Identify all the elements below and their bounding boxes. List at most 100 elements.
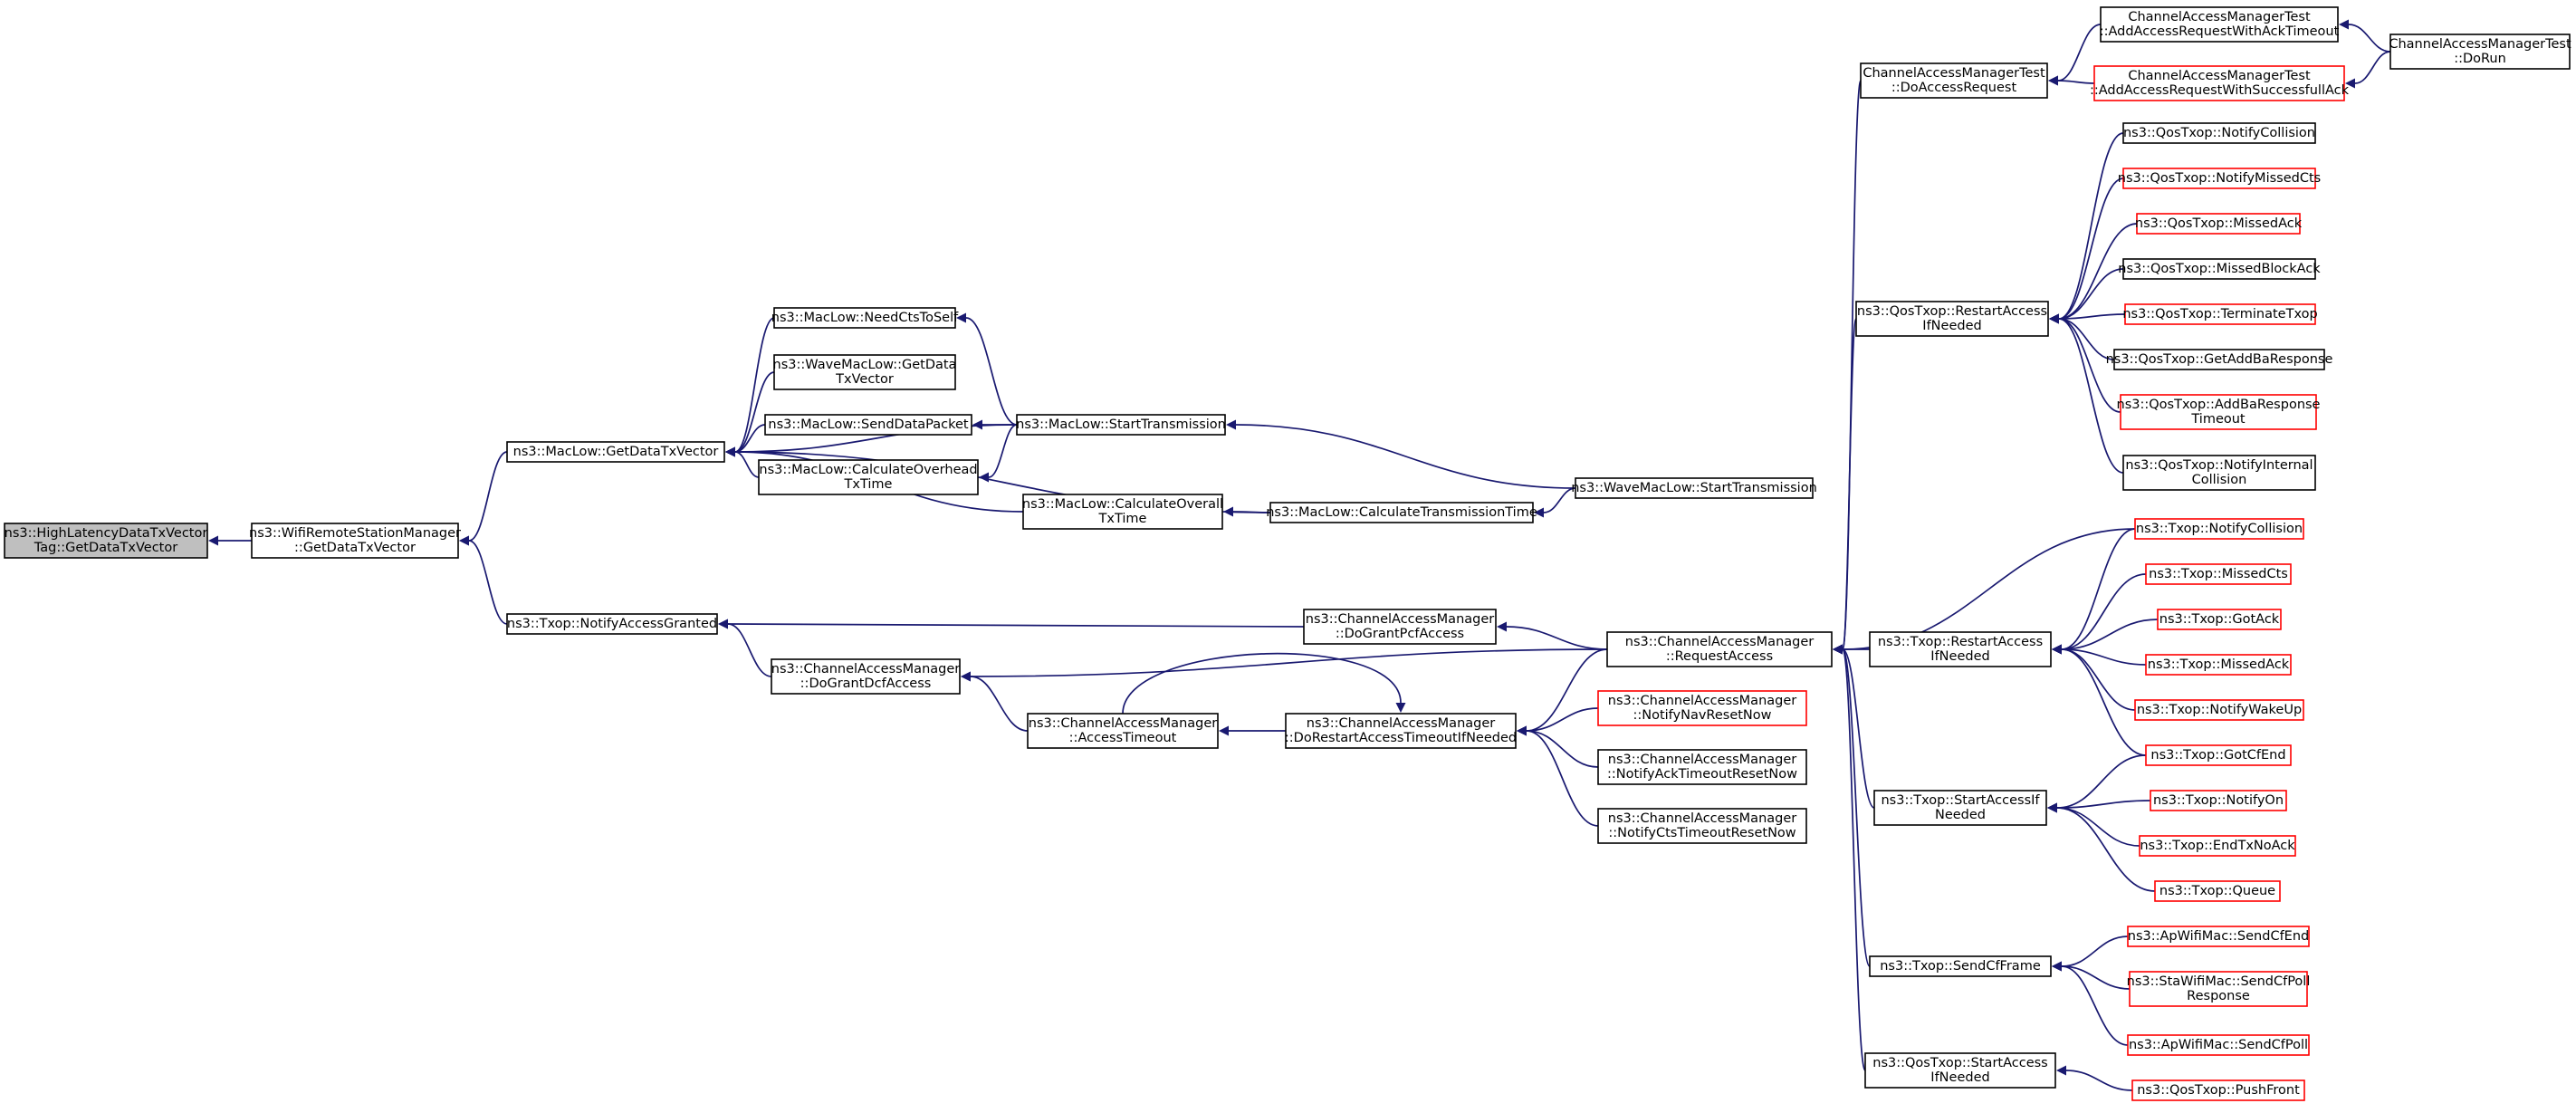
graph-node-n1[interactable]: ns3::WifiRemoteStationManager::GetDataTx…: [249, 523, 461, 559]
graph-node-n13[interactable]: ns3::ChannelAccessManager::AccessTimeout: [1027, 713, 1219, 749]
node-label: ns3::QosTxop::StartAccess: [1872, 1056, 2047, 1070]
call-edge: [1226, 419, 1576, 489]
graph-node-n32[interactable]: ns3::QosTxop::MissedBlockAck: [2118, 258, 2321, 280]
node-box: [2100, 6, 2339, 43]
graph-node-n20[interactable]: ChannelAccessManagerTest::DoAccessReques…: [1860, 62, 2048, 99]
graph-node-n14[interactable]: ns3::ChannelAccessManager::DoGrantPcfAcc…: [1303, 609, 1497, 645]
graph-node-n0[interactable]: ns3::HighLatencyDataTxVectorTag::GetData…: [4, 523, 208, 559]
node-label: IfNeeded: [1930, 649, 1989, 664]
graph-node-n44[interactable]: ns3::Txop::EndTxNoAck: [2139, 835, 2296, 857]
graph-node-n27[interactable]: ChannelAccessManagerTest::AddAccessReque…: [2090, 65, 2350, 101]
node-box: [1022, 494, 1223, 530]
graph-node-n33[interactable]: ns3::QosTxop::TerminateTxop: [2122, 303, 2318, 325]
graph-node-n11[interactable]: ns3::WaveMacLow::StartTransmission: [1571, 477, 1817, 499]
graph-node-n17[interactable]: ns3::ChannelAccessManager::NotifyNavRese…: [1597, 690, 1807, 726]
graph-node-n45[interactable]: ns3::Txop::Queue: [2154, 880, 2281, 902]
node-box: [2157, 609, 2282, 630]
call-edge: [2047, 802, 2140, 847]
node-layer: ns3::HighLatencyDataTxVectorTag::GetData…: [4, 6, 2571, 1101]
graph-node-n26[interactable]: ChannelAccessManagerTest::AddAccessReque…: [2100, 6, 2340, 43]
graph-node-n31[interactable]: ns3::QosTxop::MissedAck: [2135, 213, 2303, 235]
graph-node-n38[interactable]: ns3::Txop::MissedCts: [2145, 563, 2292, 585]
node-label: TxTime: [844, 477, 893, 492]
graph-node-n4[interactable]: ns3::MacLow::NeedCtsToSelf: [771, 307, 959, 329]
call-edge: [2339, 19, 2391, 53]
graph-node-n12[interactable]: ns3::ChannelAccessManager::DoGrantDcfAcc…: [771, 658, 961, 695]
node-label: ns3::MacLow::CalculateOverhead: [759, 463, 977, 477]
graph-node-n24[interactable]: ns3::Txop::SendCfFrame: [1869, 955, 2052, 977]
graph-node-n15[interactable]: ns3::ChannelAccessManager::DoRestartAcce…: [1285, 713, 1517, 749]
node-box: [2134, 699, 2304, 721]
node-label: ns3::QosTxop::RestartAccess: [1857, 304, 2047, 319]
graph-node-n5[interactable]: ns3::WaveMacLow::GetDataTxVector: [773, 354, 957, 390]
graph-node-n34[interactable]: ns3::QosTxop::GetAddBaResponse: [2106, 349, 2333, 370]
node-label: ns3::ChannelAccessManager: [1608, 753, 1797, 767]
graph-node-n39[interactable]: ns3::Txop::GotAck: [2157, 609, 2282, 630]
node-box: [1269, 502, 1534, 523]
node-label: ::AddAccessRequestWithAckTimeout: [2100, 24, 2340, 39]
call-edge: [1517, 648, 1608, 736]
graph-node-n6[interactable]: ns3::MacLow::SendDataPacket: [764, 414, 972, 436]
call-edge: [979, 424, 1018, 483]
node-box: [2145, 563, 2292, 585]
node-box: [2122, 122, 2316, 144]
node-box: [1864, 1052, 2056, 1089]
call-edge: [961, 671, 1029, 732]
graph-node-n18[interactable]: ns3::ChannelAccessManager::NotifyAckTime…: [1597, 749, 1807, 785]
graph-node-n46[interactable]: ns3::ApWifiMac::SendCfEnd: [2127, 926, 2310, 947]
call-edge: [459, 535, 508, 625]
node-label: ns3::MacLow::CalculateTransmissionTime: [1266, 505, 1537, 520]
graph-node-n42[interactable]: ns3::Txop::GotCfEnd: [2145, 744, 2292, 766]
call-edge: [2048, 24, 2102, 86]
graph-node-n28[interactable]: ChannelAccessManagerTest::DoRun: [2389, 34, 2571, 70]
node-box: [1575, 477, 1814, 499]
node-label: ::GetDataTxVector: [294, 541, 416, 555]
graph-node-n40[interactable]: ns3::Txop::MissedAck: [2145, 654, 2292, 676]
node-box: [2124, 303, 2316, 325]
node-label: ns3::Txop::StartAccessIf: [1881, 793, 2040, 808]
graph-node-n16[interactable]: ns3::ChannelAccessManager::RequestAccess: [1606, 631, 1833, 667]
node-box: [1597, 749, 1807, 785]
graph-node-n37[interactable]: ns3::Txop::NotifyCollision: [2134, 518, 2304, 540]
node-box: [2131, 1079, 2305, 1101]
graph-node-n10[interactable]: ns3::MacLow::CalculateTransmissionTime: [1266, 502, 1537, 523]
graph-node-n30[interactable]: ns3::QosTxop::NotifyMissedCts: [2118, 168, 2321, 189]
call-edge: [1517, 707, 1599, 736]
node-label: ns3::QosTxop::MissedBlockAck: [2118, 262, 2321, 276]
graph-node-n29[interactable]: ns3::QosTxop::NotifyCollision: [2122, 122, 2316, 144]
graph-node-n43[interactable]: ns3::Txop::NotifyOn: [2150, 790, 2287, 811]
call-edge: [2047, 754, 2147, 813]
node-label: ns3::WifiRemoteStationManager: [249, 526, 461, 541]
node-box: [2127, 926, 2310, 947]
node-label: ns3::QosTxop::TerminateTxop: [2122, 307, 2317, 321]
call-edge: [2052, 573, 2147, 655]
graph-node-n8[interactable]: ns3::MacLow::StartTransmission: [1016, 414, 1226, 436]
graph-node-n49[interactable]: ns3::QosTxop::PushFront: [2131, 1079, 2305, 1101]
call-edge: [1223, 506, 1271, 517]
node-label: ns3::Txop::NotifyOn: [2153, 793, 2284, 808]
node-label: Timeout: [2190, 412, 2246, 427]
node-label: ns3::Txop::SendCfFrame: [1880, 959, 2041, 974]
graph-node-n3[interactable]: ns3::Txop::NotifyAccessGranted: [506, 613, 718, 635]
graph-node-n48[interactable]: ns3::ApWifiMac::SendCfPoll: [2127, 1034, 2310, 1056]
node-label: Needed: [1935, 808, 1986, 822]
call-edge: [2052, 961, 2129, 1046]
graph-node-n19[interactable]: ns3::ChannelAccessManager::NotifyCtsTime…: [1597, 808, 1807, 844]
node-box: [2122, 455, 2316, 491]
node-label: ns3::MacLow::CalculateOverall: [1022, 497, 1223, 512]
node-box: [4, 523, 208, 559]
node-label: ::AddAccessRequestWithSuccessfullAck: [2090, 83, 2350, 98]
graph-node-n41[interactable]: ns3::Txop::NotifyWakeUp: [2134, 699, 2304, 721]
node-label: ns3::QosTxop::PushFront: [2137, 1083, 2300, 1098]
graph-node-n2[interactable]: ns3::MacLow::GetDataTxVector: [506, 441, 725, 463]
